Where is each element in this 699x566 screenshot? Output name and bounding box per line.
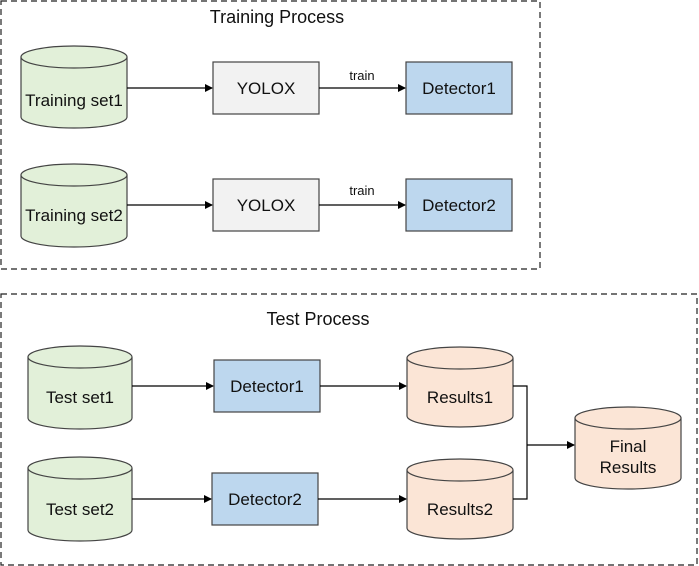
yolox-box-2 — [212, 178, 320, 232]
test-process-title: Test Process — [266, 309, 369, 329]
training-set1-cylinder: Training set1 — [20, 45, 128, 129]
test-detector1-label: Detector1 — [230, 377, 304, 396]
training-detector2-box — [405, 178, 513, 232]
test-set2-label: Test set2 — [46, 500, 114, 519]
results1-label: Results1 — [427, 388, 493, 407]
train-edge-label-1: train — [349, 68, 374, 83]
test-set2-cylinder: Test set2 — [27, 456, 133, 542]
final-results-cylinder: Final Results — [574, 406, 682, 490]
training-process-title: Training Process — [210, 7, 344, 27]
training-set2-label: Training set2 — [25, 206, 123, 225]
final-results-label-line1: Final — [610, 437, 647, 456]
training-process-frame — [0, 0, 541, 270]
results2-cylinder: Results2 — [406, 458, 514, 540]
results1-cylinder: Results1 — [406, 346, 514, 428]
connector-results2-merge — [513, 445, 528, 500]
training-set1-label: Training set1 — [25, 91, 123, 110]
training-set2-cylinder: Training set2 — [20, 163, 128, 248]
test-set1-label: Test set1 — [46, 388, 114, 407]
yolox-box-1 — [212, 61, 320, 115]
test-detector1-box — [213, 359, 321, 413]
yolox-label-1: YOLOX — [237, 79, 296, 98]
test-process-frame — [0, 293, 698, 566]
test-detector2-label: Detector2 — [228, 490, 302, 509]
yolox-label-2: YOLOX — [237, 196, 296, 215]
training-detector1-label: Detector1 — [422, 79, 496, 98]
connector-results1-merge — [513, 385, 528, 445]
results2-label: Results2 — [427, 500, 493, 519]
final-results-label-line2: Results — [600, 458, 657, 477]
train-edge-label-2: train — [349, 183, 374, 198]
training-detector1-box — [405, 61, 513, 115]
training-detector2-label: Detector2 — [422, 196, 496, 215]
test-set1-cylinder: Test set1 — [27, 345, 133, 430]
